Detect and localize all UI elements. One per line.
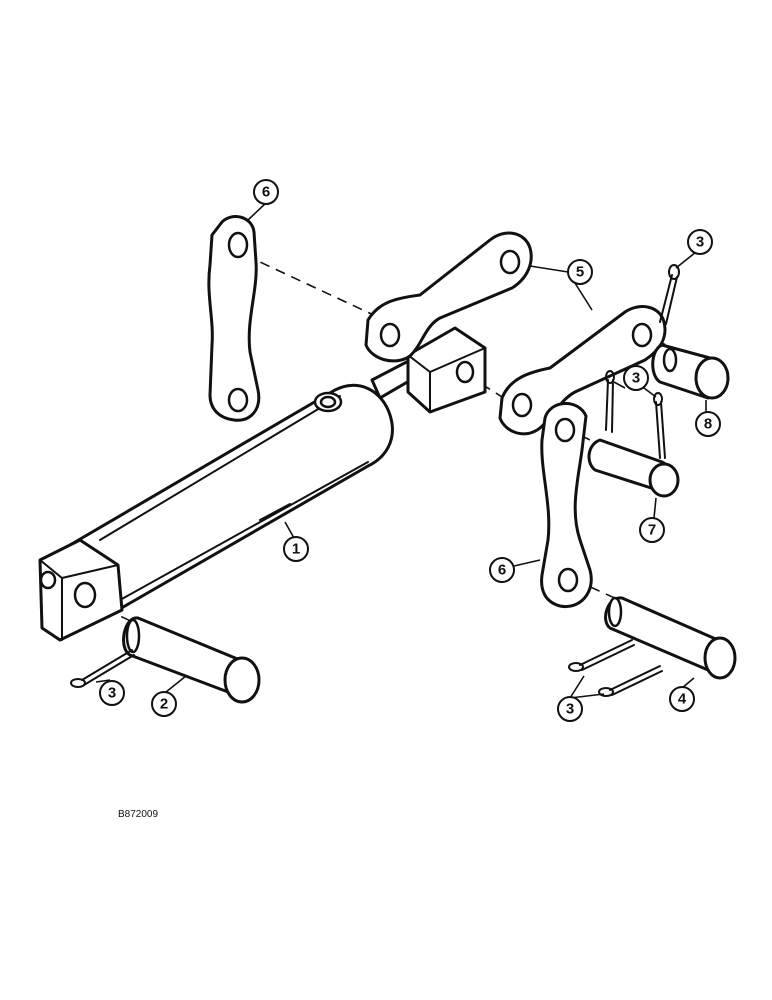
leader-lines [95, 202, 707, 699]
callout-6-upper: 6 [253, 179, 279, 205]
cotter-pins [70, 264, 680, 697]
callout-3-top: 3 [687, 229, 713, 255]
callout-3-top-label: 3 [696, 234, 704, 251]
callout-6-lower: 6 [489, 557, 515, 583]
callout-6-upper-label: 6 [262, 184, 270, 201]
callout-3-left-label: 3 [108, 685, 116, 702]
callout-5: 5 [567, 259, 593, 285]
callout-4: 4 [669, 686, 695, 712]
callout-8-label: 8 [704, 416, 712, 433]
callout-3-left: 3 [99, 680, 125, 706]
callout-5-label: 5 [576, 264, 584, 281]
callout-1: 1 [283, 536, 309, 562]
link-bar-upper [364, 231, 533, 363]
pin-lower-right [604, 596, 737, 680]
pin-upper [651, 343, 730, 400]
callout-7-label: 7 [648, 522, 656, 539]
link-arm-lower [540, 402, 593, 609]
callout-4-label: 4 [678, 691, 687, 708]
drawing-code: B872009 [118, 809, 158, 820]
callout-3-middle: 3 [623, 365, 649, 391]
pin-lower-left [122, 616, 261, 704]
hydraulic-cylinder [38, 326, 487, 642]
callout-3-bottom-label: 3 [566, 701, 574, 718]
callout-6-lower-label: 6 [498, 562, 506, 579]
callout-1-label: 1 [292, 541, 300, 558]
callout-3-bottom: 3 [557, 696, 583, 722]
pin-middle [587, 438, 680, 498]
callout-7: 7 [639, 517, 665, 543]
callout-2: 2 [151, 691, 177, 717]
callout-3-middle-label: 3 [632, 370, 640, 387]
callout-8: 8 [695, 411, 721, 437]
callout-2-label: 2 [160, 696, 168, 713]
link-arm-upper [207, 215, 261, 422]
